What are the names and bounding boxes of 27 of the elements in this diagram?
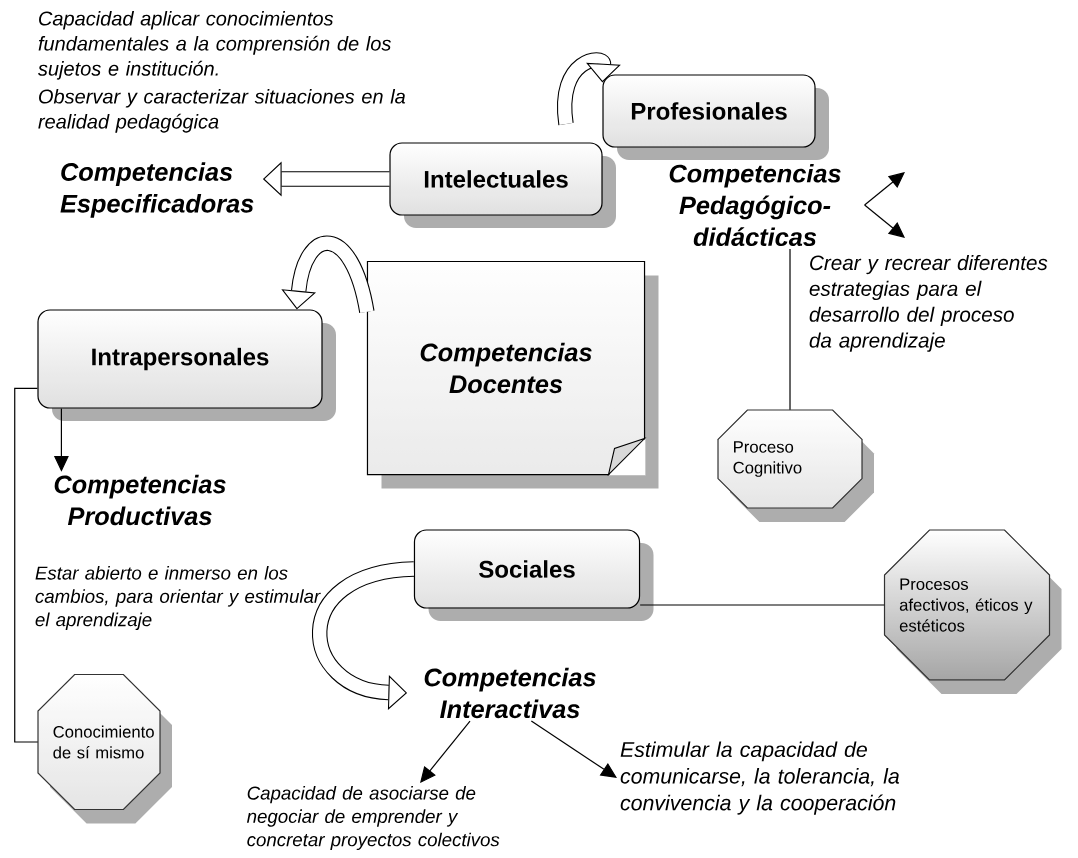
octagon: Conocimiento de sí mismo xyxy=(37,673,172,824)
description-text: Capacidad de asociarse de negociar de emprender y concretar proyectos colectivos xyxy=(247,785,500,851)
description-text: Observar y caracterizar situaciones en la realidad pedagógica xyxy=(38,88,406,133)
rounded-box: Intrapersonales xyxy=(37,309,336,421)
description-text: Crear y recrear diferentes estrategias para el desarrollo del proceso da aprendizaje xyxy=(809,254,1048,352)
octagon: Procesos afectivos, éticos y estéticos xyxy=(883,529,1062,694)
heading-text: Competencias Especificadoras xyxy=(60,162,254,218)
connector-line xyxy=(789,248,791,411)
connector-line xyxy=(639,604,885,606)
description-text: Estimular la capacidad de comunicarse, la tolerancia, la convivencia y la cooperación xyxy=(620,741,900,815)
note-sheet: Competencias Docentes xyxy=(366,260,659,489)
heading-text: Competencias Interactivas xyxy=(424,667,596,719)
arrow xyxy=(864,172,905,206)
description-text: Estar abierto e inmerso en los cambios, para orientar y estimular el aprendizaje xyxy=(35,565,321,630)
octagon: Proceso Cognitivo xyxy=(717,409,874,522)
arrow xyxy=(420,720,471,783)
block-arrow xyxy=(556,52,621,125)
block-arrow xyxy=(281,235,375,314)
rounded-box: Profesionales xyxy=(602,74,829,160)
rounded-box: Sociales xyxy=(413,529,654,621)
heading-text: Competencias Pedagógico-didácticas xyxy=(669,163,841,247)
description-text: Capacidad aplicar conocimientos fundamentales a la comprensión de los sujetos e institución. xyxy=(38,10,391,80)
block-arrow xyxy=(312,561,415,710)
arrow xyxy=(864,204,905,238)
heading-text: Competencias Productivas xyxy=(54,474,226,526)
rounded-box: Intelectuales xyxy=(389,142,616,228)
connector-line xyxy=(14,387,39,743)
